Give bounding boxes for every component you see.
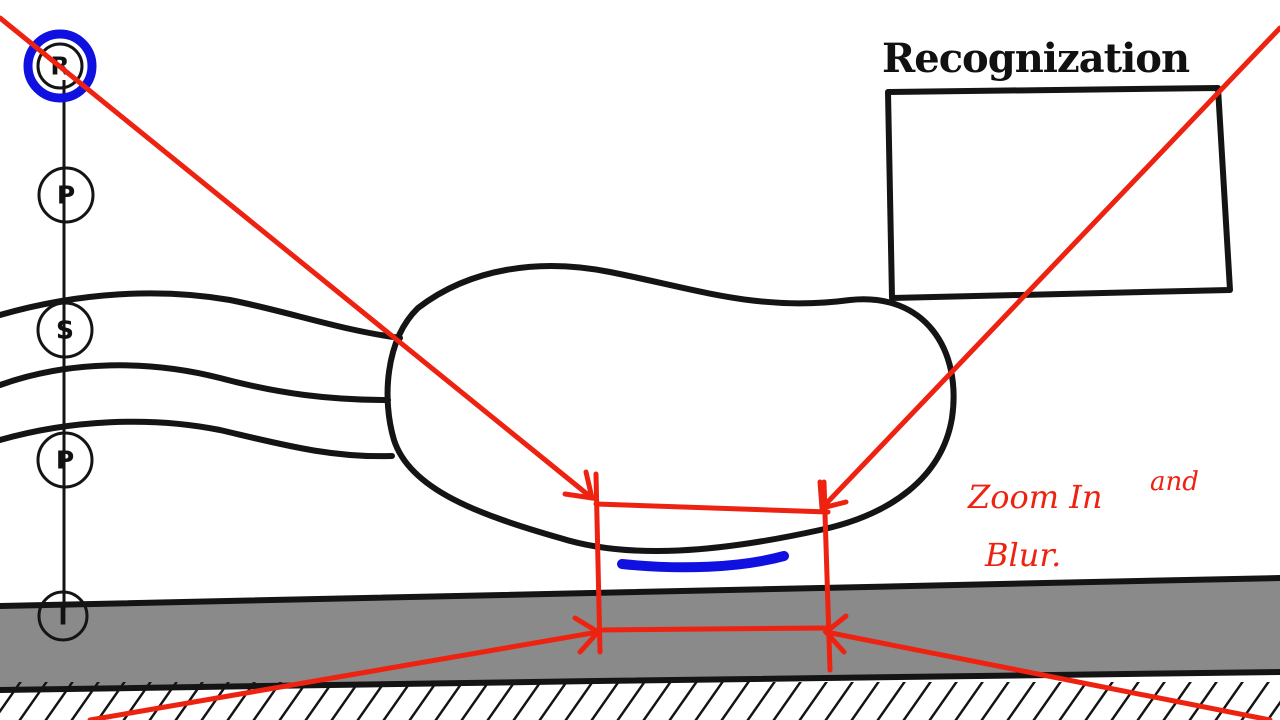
projection-line-left-top	[0, 15, 595, 501]
strand-top	[0, 290, 403, 341]
annotation-line2: Blur.	[984, 536, 1061, 574]
node-p-bottom[interactable]: P	[36, 431, 94, 489]
annotation: Zoom In and Blur.	[967, 467, 1199, 574]
annotation-line1b: and	[1150, 467, 1199, 497]
blob-contact-highlight	[617, 551, 789, 573]
projection-line-right-bottom	[823, 629, 1273, 720]
blob-body	[384, 263, 957, 555]
node-p-top[interactable]: P	[37, 166, 95, 224]
arrowhead-left-top	[562, 469, 596, 502]
node-p-bottom-label: P	[56, 446, 74, 475]
arrowhead-right-bottom	[822, 613, 849, 655]
strand-bottom	[0, 418, 395, 460]
node-chain: R P S P I	[23, 29, 97, 642]
node-i[interactable]: I	[37, 590, 89, 642]
recognition-title: Recognization	[882, 35, 1190, 82]
projection-line-left-bottom	[87, 629, 601, 720]
node-s-label: S	[56, 316, 74, 345]
input-strands	[0, 290, 403, 460]
arrowhead-left-bottom	[572, 615, 602, 655]
node-p-top-label: P	[57, 181, 75, 210]
recognition-box	[885, 85, 1233, 301]
zoom-frame-bottom	[595, 625, 829, 633]
node-r-highlight	[23, 29, 97, 103]
zoom-frame-top	[593, 501, 831, 515]
arrowhead-right-top	[817, 479, 849, 512]
projection-line-right-top	[819, 25, 1280, 511]
ground	[0, 575, 1280, 720]
ground-band	[0, 578, 1280, 690]
annotation-line1: Zoom In	[967, 478, 1103, 516]
node-i-label: I	[58, 602, 67, 631]
ground-top-edge	[0, 575, 1280, 609]
projection-lines	[0, 15, 1280, 720]
zoom-frame-left	[593, 471, 603, 655]
strand-middle	[0, 362, 391, 403]
recognition-panel: Recognization	[882, 35, 1233, 301]
